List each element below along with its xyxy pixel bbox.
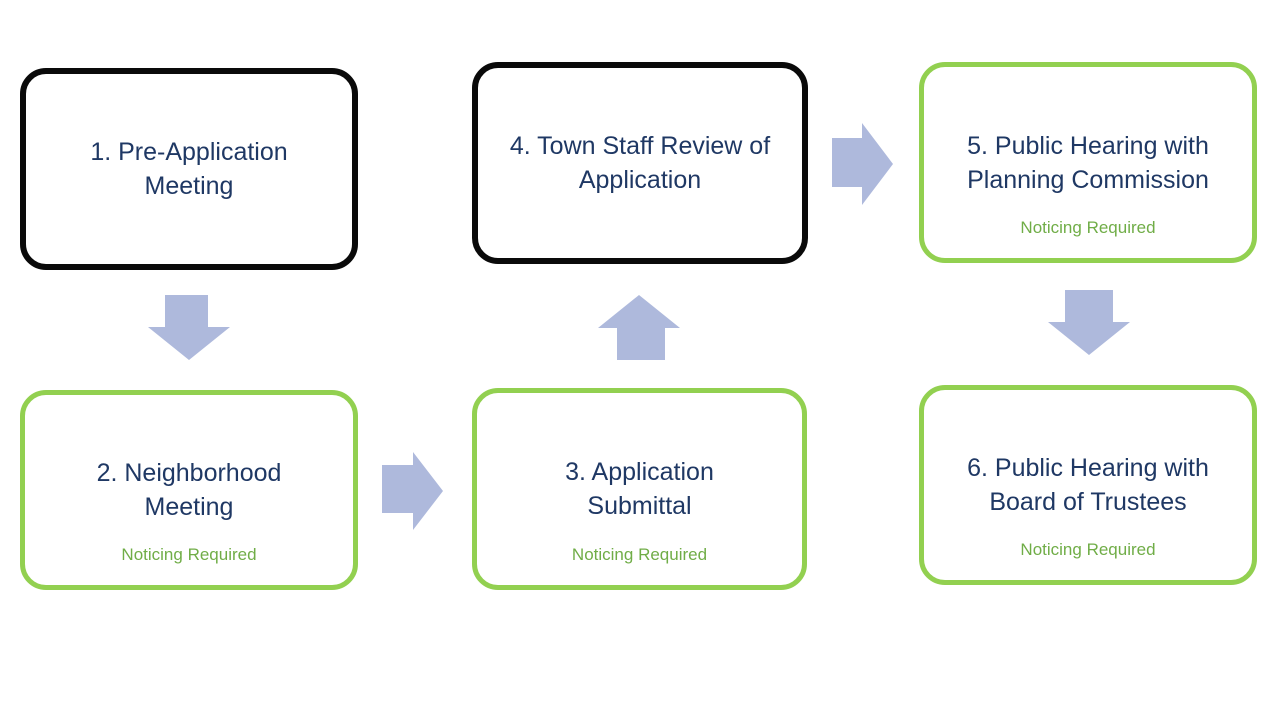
noticing-required-label: Noticing Required [1020,218,1156,237]
arrow-right-icon-step4-to-step5 [832,123,893,205]
arrow-right-icon-step2-to-step3 [382,452,443,530]
block-arrow-shape [832,123,893,205]
noticing-required-label: Noticing Required [121,545,257,564]
step-title: 1. Pre-Application Meeting [90,138,288,200]
block-arrow-shape [1048,290,1130,355]
arrow-down-icon-step5-to-step6 [1048,290,1130,355]
step-title: 2. Neighborhood Meeting [96,459,282,521]
arrow-up-icon-step3-to-step4 [598,295,680,360]
block-arrow-shape [382,452,443,530]
step-title: 6. Public Hearing with Board of Trustees [967,454,1209,516]
step-box-2-neighborhood-meeting: 2. Neighborhood Meeting Noticing Require… [20,390,358,590]
step-title: 5. Public Hearing with Planning Commissi… [967,131,1209,194]
step-box-6-public-hearing-board-of-trustees: 6. Public Hearing with Board of Trustees… [919,385,1257,585]
step-title: 3. Application Submittal [565,458,714,520]
step-box-4-town-staff-review: 4. Town Staff Review of Application [472,62,808,264]
step-box-1-pre-application-meeting: 1. Pre-Application Meeting [20,68,358,270]
step-box-3-application-submittal: 3. Application Submittal Noticing Requir… [472,388,807,590]
step-box-5-public-hearing-planning-commission: 5. Public Hearing with Planning Commissi… [919,62,1257,263]
block-arrow-shape [148,295,230,360]
noticing-required-label: Noticing Required [571,545,708,564]
arrow-down-icon-step1-to-step2 [148,295,230,360]
step-title: 4. Town Staff Review of Application [509,132,771,194]
noticing-required-label: Noticing Required [1020,540,1156,559]
block-arrow-shape [598,295,680,360]
